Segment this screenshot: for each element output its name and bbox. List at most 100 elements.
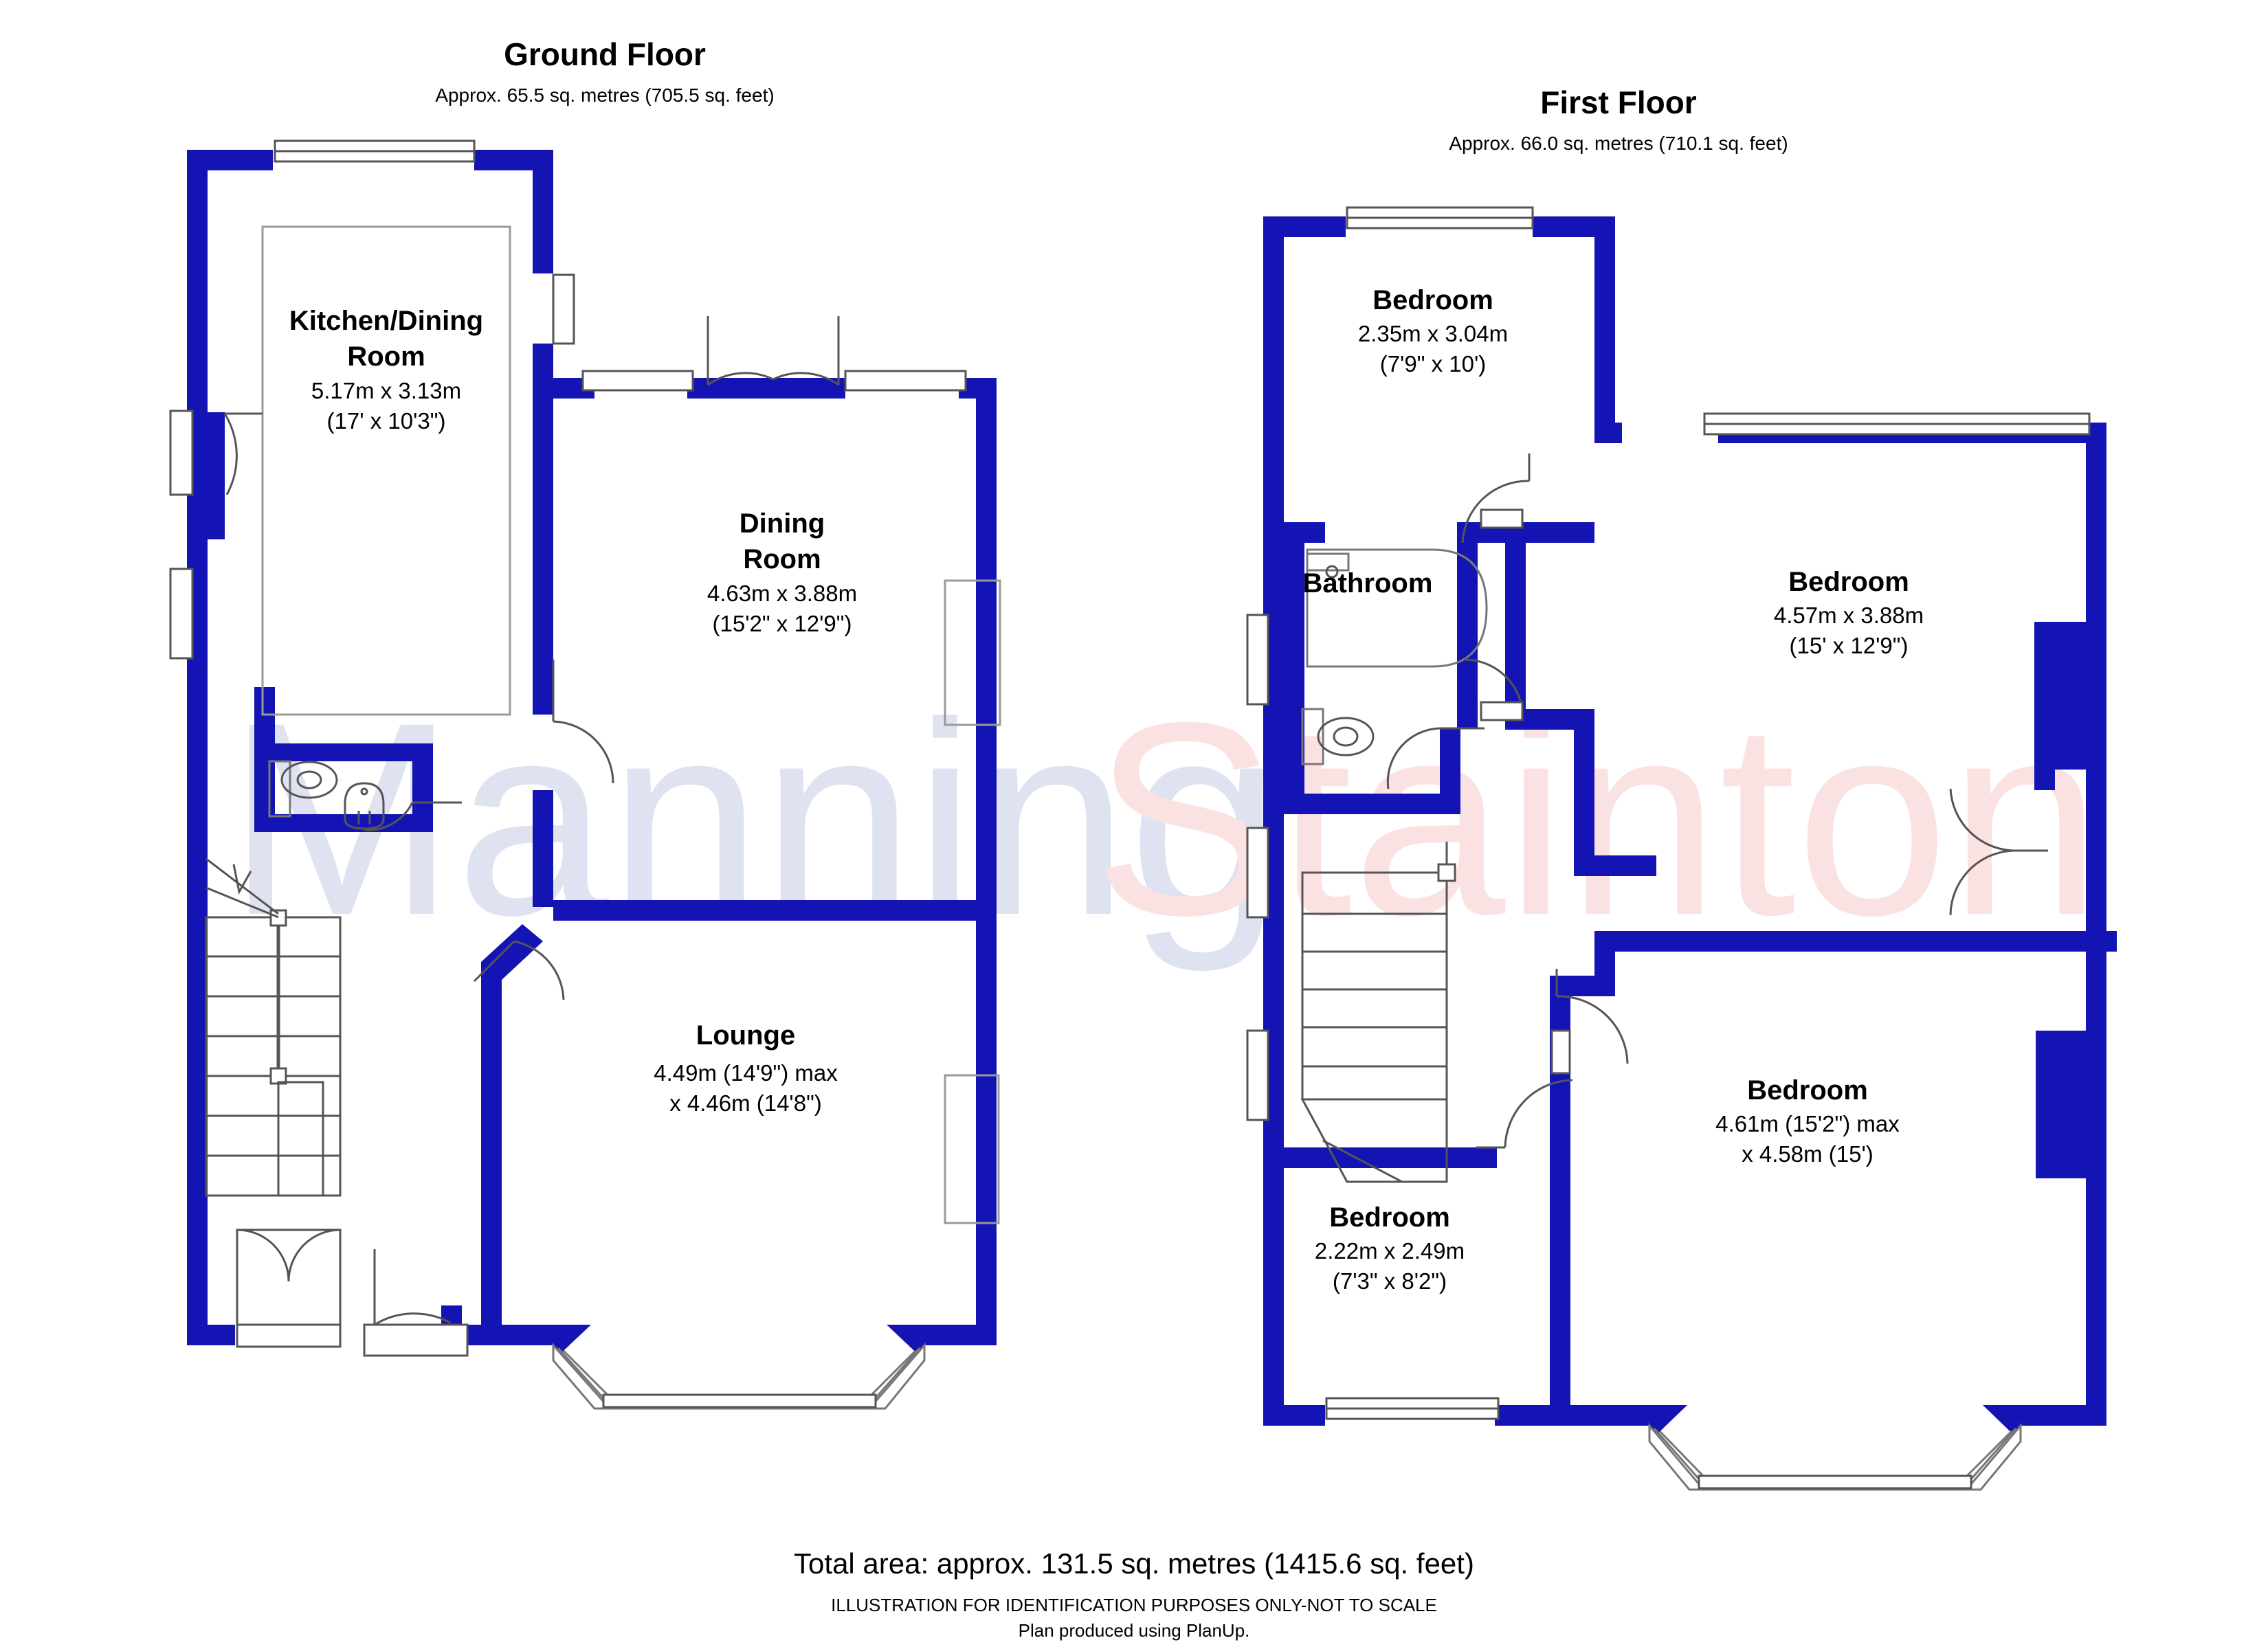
disclaimer-line-2: Plan produced using PlanUp.: [1019, 1620, 1250, 1641]
ff-wall-bath-left: [1284, 522, 1304, 811]
ff-wall-bed2-top-stub: [1594, 423, 1622, 443]
bedroom3-dim-metric: 4.61m (15'2") max: [1715, 1111, 1900, 1136]
kitchen-unit-outline: [261, 225, 511, 716]
ff-chimney-bed3: [2036, 1031, 2089, 1178]
door-dining-french-left-swing: [707, 372, 774, 386]
wall-kitchen-top-left: [187, 150, 273, 170]
bedroom1-name: Bedroom: [1372, 285, 1493, 315]
ff-door-bed2-swing2: [1949, 788, 2014, 852]
ff-wall-left-outer: [1263, 216, 1284, 1426]
bathroom-name: Bathroom: [1303, 568, 1433, 598]
door-hall-lounge-leaf: [473, 940, 515, 983]
door-hall-dining-swing: [553, 720, 614, 784]
room-label-bedroom-4: Bedroom 2.22m x 2.49m (7'3" x 8'2"): [1315, 1202, 1465, 1294]
ground-floor-walls: [187, 150, 997, 1360]
window-kitchen-right: [552, 273, 575, 345]
wall-hall-right-lower: [533, 790, 553, 907]
kitchen-dining-name-line1: Kitchen/Dining: [289, 306, 483, 336]
stair-landing: [277, 1081, 324, 1197]
bedroom1-dim-metric: 2.35m x 3.04m: [1358, 321, 1508, 346]
ff-door-bed1-swing: [1461, 480, 1530, 543]
ff-door-bed4-swing: [1504, 1079, 1573, 1148]
wall-left-outer: [187, 150, 208, 1345]
disclaimer-line-1: ILLUSTRATION FOR IDENTIFICATION PURPOSES…: [831, 1595, 1437, 1615]
lounge-dim-metric: 4.49m (14'9") max: [654, 1060, 838, 1086]
window-dining-top-right: [844, 370, 967, 392]
kitchen-dining-dim-imperial: (17' x 10'3"): [327, 408, 446, 434]
ff-chimney-bed2: [2034, 622, 2088, 770]
room-label-lounge: Lounge 4.49m (14'9") max x 4.46m (14'8"): [654, 1020, 838, 1116]
ff-bath-plug-icon: [1325, 565, 1339, 579]
wall-kitchen-right-lower: [533, 344, 553, 399]
stair-arrow-head: [232, 864, 252, 895]
ff-window-bath-left: [1246, 614, 1269, 706]
bay-window-lounge: [552, 1342, 926, 1410]
ff-wall-bed4-right: [1550, 1147, 1570, 1409]
kitchen-dining-name-line2: Room: [347, 341, 425, 372]
watermark-stainton: Stainton: [1093, 665, 2102, 972]
door-wc-swing: [364, 802, 414, 831]
ff-wall-bed2-bed3-divider: [1594, 931, 2117, 952]
bedroom4-name: Bedroom: [1329, 1202, 1450, 1233]
first-floor-title: First Floor: [1540, 85, 1697, 120]
dining-chimney-breast: [944, 579, 1001, 726]
ff-wall-bed4-top: [1263, 1147, 1497, 1168]
ff-wall-landing-right-lower: [1574, 709, 1594, 874]
bedroom1-dim-imperial: (7'9" x 10'): [1380, 351, 1487, 377]
ff-door-bed3-swing: [1556, 995, 1629, 1064]
ff-wall-top-left: [1263, 216, 1346, 237]
room-label-kitchen-dining-room: Kitchen/Dining Room 5.17m x 3.13m (17' x…: [289, 306, 483, 434]
ff-bath-tub-icon: [1306, 548, 1488, 668]
bedroom2-dim-imperial: (15' x 12'9"): [1790, 633, 1909, 658]
wall-hall-bottom-left: [187, 1325, 235, 1345]
wall-dining-right: [976, 378, 997, 921]
first-floor-area-note: Approx. 66.0 sq. metres (710.1 sq. feet): [1449, 133, 1788, 154]
room-label-bedroom-3: Bedroom 4.61m (15'2") max x 4.58m (15'): [1715, 1075, 1900, 1167]
window-hall-left: [169, 568, 194, 660]
footer: Total area: approx. 131.5 sq. metres (14…: [794, 1547, 1474, 1641]
ff-window-stair-left: [1246, 1029, 1269, 1121]
ff-bath-basin-icon: [1317, 717, 1375, 756]
bedroom2-dim-metric: 4.57m x 3.88m: [1774, 603, 1924, 628]
ff-door-bed2-swing: [1949, 849, 2014, 916]
ff-wall-bottom-mid: [1495, 1405, 1570, 1426]
cupboard-door-left-swing: [236, 1229, 290, 1282]
ff-window-landing-left: [1246, 827, 1269, 919]
wall-lounge-bottom-left: [481, 1325, 553, 1345]
ground-floor-header: Ground Floor Approx. 65.5 sq. metres (70…: [435, 36, 774, 106]
first-floor-header: First Floor Approx. 66.0 sq. metres (710…: [1449, 85, 1788, 154]
room-label-bedroom-1: Bedroom 2.35m x 3.04m (7'9" x 10'): [1358, 285, 1508, 377]
ground-floor-area-note: Approx. 65.5 sq. metres (705.5 sq. feet): [435, 85, 774, 106]
front-door-swing: [374, 1312, 451, 1326]
ff-staircase: [1300, 842, 1456, 1183]
wall-lounge-top: [553, 900, 997, 921]
bay-window-lounge-glazing: [602, 1393, 877, 1409]
ff-wall-bottom-left: [1263, 1405, 1325, 1426]
wall-kitchen-right-upper: [533, 150, 553, 273]
ff-door-bathroom-swing: [1386, 727, 1441, 789]
ff-bay-window-bed3: [1648, 1422, 2022, 1491]
door-kitchen-side-swing: [223, 413, 238, 495]
ff-wall-landing-right: [1505, 522, 1526, 728]
bedroom4-dim-metric: 2.22m x 2.49m: [1315, 1238, 1465, 1264]
ff-bath-panel-icon: [1301, 708, 1324, 765]
dining-dim-metric: 4.63m x 3.88m: [707, 581, 857, 606]
ff-wall-bath-right-upper: [1457, 522, 1478, 728]
ff-wall-bath-bottom: [1284, 794, 1442, 814]
ff-door-bed1-frame: [1480, 508, 1524, 529]
window-dining-top-left: [581, 370, 694, 392]
ground-floor-details: [169, 139, 1001, 1410]
door-dining-french-right-swing: [772, 372, 839, 386]
lounge-chimney-breast: [944, 1074, 1000, 1224]
bedroom4-dim-imperial: (7'3" x 8'2"): [1333, 1268, 1447, 1294]
ff-bath-tap-icon: [1306, 552, 1350, 572]
wall-hall-right-upper: [533, 399, 553, 715]
lounge-dim-imperial: x 4.46m (14'8"): [669, 1090, 822, 1116]
dining-dim-imperial: (15'2" x 12'9"): [713, 611, 852, 636]
wall-wc-top: [254, 743, 433, 761]
wc-bath-panel: [268, 760, 291, 818]
total-area-text: Total area: approx. 131.5 sq. metres (14…: [794, 1547, 1474, 1580]
